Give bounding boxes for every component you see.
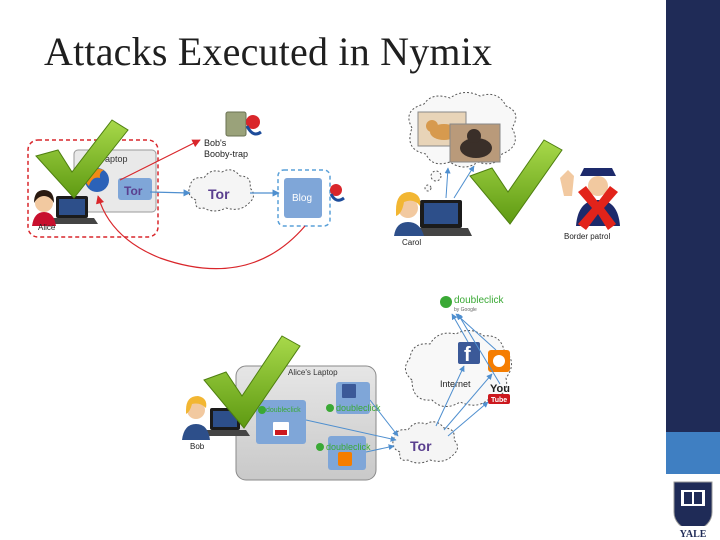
youtube-icon: You Tube <box>488 383 510 404</box>
tor-tile <box>118 178 152 200</box>
vm-tile-2-facebook <box>342 384 356 398</box>
arrow-browser-to-trap <box>119 139 201 181</box>
blogger-icon <box>488 350 510 372</box>
vm-tile-2-dc-label: doubleclick <box>336 403 381 413</box>
booby-trap-label-2: Booby-trap <box>204 149 248 159</box>
yale-logo-text: YALE <box>680 529 707 540</box>
red-x-mark <box>578 186 618 230</box>
arrow-facebook-to-doubleclick <box>451 313 469 343</box>
diagram-booby-trap: aptop Tor Alice <box>27 111 345 270</box>
tor-tile-label: Tor <box>124 184 143 198</box>
blog-box <box>277 169 331 227</box>
arrow-tor-to-facebook <box>435 365 465 427</box>
bob-label: Bob <box>190 442 205 451</box>
yale-shield-logo <box>668 481 718 538</box>
vm-tile-1-dc-dot <box>258 406 266 414</box>
blog-label: Blog <box>292 193 312 204</box>
arrow-tor-to-cloud <box>149 189 191 197</box>
arrow-carol-to-cloud-2 <box>453 165 475 199</box>
alice-label: Alice <box>38 223 56 232</box>
arrow-vm1-to-tor <box>305 419 397 442</box>
doubleclick-logo-top: doubleclick by Google <box>440 295 504 313</box>
tor-cloud-2-label: Tor <box>410 438 432 454</box>
sidebar: YALE <box>666 0 720 540</box>
carol-computer-icon <box>410 200 472 236</box>
booby-trap-icon <box>225 111 262 137</box>
diagram-border-patrol: Carol Border patrol <box>394 92 620 247</box>
arrow-vm3-to-tor <box>365 444 395 453</box>
alice-computer-icon <box>46 196 98 224</box>
tor-cloud-2: Tor <box>392 421 458 464</box>
vm-tile-3-dc-label: doubleclick <box>326 442 371 452</box>
check-mark-2 <box>469 139 563 225</box>
sidebar-navy-band <box>666 0 720 432</box>
doubleclick-top-label: doubleclick <box>454 295 504 306</box>
sidebar-blue-band <box>666 432 720 474</box>
cat-photo-2 <box>449 123 501 163</box>
arrow-tor-to-youtube <box>447 401 489 437</box>
alice-avatar <box>32 190 56 226</box>
vm-tile-3-dc-dot <box>316 443 324 451</box>
svg-text:f: f <box>464 344 471 366</box>
check-mark-3 <box>203 335 301 429</box>
arrow-vm2-to-tor <box>369 399 399 437</box>
bob-attacker-icon <box>329 184 345 202</box>
tor-cloud-1-label: Tor <box>208 186 230 202</box>
tor-cloud-1: Tor <box>188 169 254 212</box>
vm-tile-2-dc-dot <box>326 404 334 412</box>
svg-text:You: You <box>490 383 510 395</box>
arrow-tor-to-blogger <box>443 373 493 431</box>
diagram-canvas: aptop Tor Alice <box>27 92 620 481</box>
border-patrol-label: Border patrol <box>564 232 610 241</box>
alice-laptop-label: aptop <box>105 154 128 164</box>
booby-trap-label-1: Bob's <box>204 138 227 148</box>
arrow-blog-to-browser <box>96 195 306 270</box>
doubleclick-top-byline: by Google <box>454 307 477 313</box>
internet-cloud <box>405 330 512 407</box>
bob-avatar <box>182 396 210 440</box>
diagram-tracking: doubleclick by Google Internet f You Tub… <box>182 295 512 481</box>
alice-vm-boundary <box>27 139 159 238</box>
arrow-youtube-to-doubleclick <box>457 313 501 385</box>
check-mark-1 <box>35 119 129 199</box>
carol-label: Carol <box>402 238 421 247</box>
slide-title: Attacks Executed in Nymix <box>44 29 493 74</box>
vm-tile-1-dc-label: doubleclick <box>266 407 301 414</box>
alice-laptop-box-label: Alice's Laptop <box>288 368 338 377</box>
facebook-icon: f <box>458 342 480 366</box>
carol-avatar <box>394 192 424 236</box>
vm-tile-3-blogger <box>338 452 352 466</box>
arrow-carol-to-cloud-1 <box>444 167 451 199</box>
thought-bubble-2 <box>424 184 432 192</box>
svg-text:Tube: Tube <box>491 397 507 404</box>
blog-tile <box>284 178 322 218</box>
thought-bubble-1 <box>430 170 442 182</box>
